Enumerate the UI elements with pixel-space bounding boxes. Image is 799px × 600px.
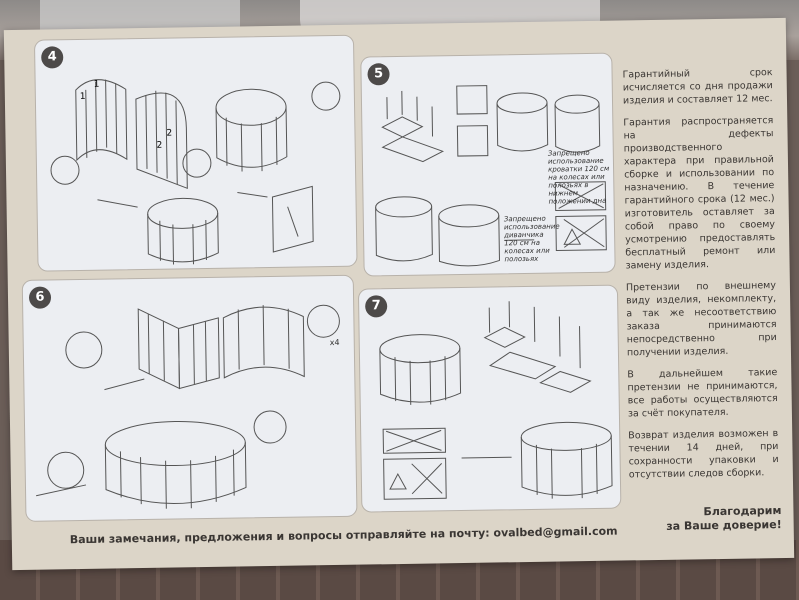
- step-6-multiplier: x4: [329, 337, 340, 348]
- step-4-label-2b: 2: [166, 128, 173, 139]
- step-5-panel: 5 Запрещен: [360, 52, 616, 277]
- step-5-note-sofa: Запрещено использование диванчика 120 см…: [503, 214, 560, 264]
- warranty-paragraph-1: Гарантийный срок исчисляется со дня прод…: [622, 67, 773, 107]
- step-4-panel: 4: [33, 34, 358, 272]
- step-7-illustration: [379, 301, 613, 500]
- step-7-panel: 7: [357, 284, 622, 513]
- step-4-illustration: [50, 79, 341, 265]
- contact-footer: Ваши замечания, предложения и вопросы от…: [69, 524, 618, 547]
- warranty-paragraph-2: Гарантия распространяется на дефекты про…: [623, 115, 776, 272]
- thanks-note: Благодарим за Ваше доверие!: [651, 504, 782, 534]
- step-5-illustration: [375, 85, 607, 267]
- step-4-label-1b: 1: [93, 79, 100, 90]
- background-object: [40, 0, 240, 30]
- warranty-paragraph-5: Возврат изделия возможен в течении 14 дн…: [628, 428, 779, 481]
- step-6-panel: 6 x4: [21, 274, 358, 522]
- step-4-label-1a: 1: [79, 91, 86, 102]
- step-5-note-crib: Запрещено использование кроватки 120 см …: [547, 148, 610, 206]
- instruction-sheet: 4: [3, 17, 795, 571]
- warranty-paragraph-3: Претензии по внешнему виду изделия, неко…: [625, 280, 777, 359]
- warranty-text: Гарантийный срок исчисляется со дня прод…: [622, 66, 779, 490]
- step-4-label-2a: 2: [156, 140, 163, 151]
- thanks-line-2: за Ваше доверие!: [666, 518, 782, 533]
- warranty-paragraph-4: В дальнейшем такие претензии не принимаю…: [627, 367, 778, 420]
- step-6-illustration: [36, 304, 340, 509]
